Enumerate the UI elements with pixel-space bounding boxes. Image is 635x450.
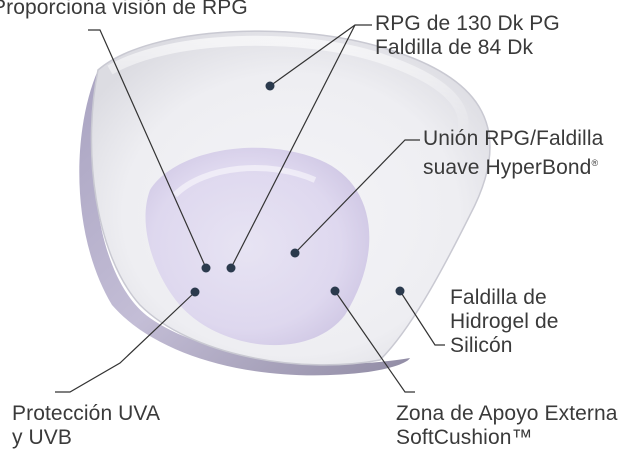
dot-skirt	[395, 286, 405, 296]
label-skirt-line3: Silicón	[450, 334, 513, 357]
registered-mark: ®	[591, 158, 599, 168]
label-union-line2-wrap: suave HyperBond®	[423, 151, 603, 180]
label-rpg-vision: Proporciona visión de RPG	[0, 0, 248, 20]
leader-union	[294, 139, 420, 254]
label-uv: Protección UVA y UVB	[12, 402, 160, 450]
dot-rpg-dk-center	[226, 263, 236, 273]
leader-uv	[55, 291, 196, 393]
label-rpg-vision-text: Proporciona visión de RPG	[0, 0, 248, 19]
label-zone-line2: SoftCushion™	[396, 426, 533, 449]
label-zone-line1: Zona de Apoyo Externa	[396, 402, 618, 425]
dot-zone	[330, 286, 340, 296]
label-uv-line1: Protección UVA	[12, 402, 161, 425]
callout-dots	[190, 81, 405, 297]
dot-rpg-vision	[201, 263, 211, 273]
label-zone: Zona de Apoyo Externa SoftCushion™	[396, 402, 618, 450]
label-skirt-line2: Hidrogel de	[450, 310, 559, 333]
optic-zone	[145, 147, 370, 346]
leader-skirt	[399, 290, 445, 346]
label-skirt: Faldilla de Hidrogel de Silicón	[450, 286, 559, 358]
label-rpg-dk-line2: Faldilla de 84 Dk	[375, 36, 534, 59]
label-union-line1: Unión RPG/Faldilla	[423, 127, 604, 150]
label-skirt-line1: Faldilla de	[450, 286, 547, 309]
label-union: Unión RPG/Faldilla suave HyperBond®	[423, 127, 603, 180]
dot-uv	[190, 287, 200, 297]
dot-union	[290, 248, 300, 258]
label-uv-line2: y UVB	[12, 426, 73, 449]
leader-zone	[334, 290, 415, 393]
dot-rpg-dk-rim	[265, 81, 275, 91]
label-union-line2: suave HyperBond	[423, 156, 592, 179]
label-rpg-dk: RPG de 130 Dk PG Faldilla de 84 Dk	[375, 12, 560, 60]
label-rpg-dk-line1: RPG de 130 Dk PG	[375, 12, 560, 35]
leader-rpg-dk-2	[230, 24, 356, 269]
leader-lines	[55, 24, 445, 393]
leader-rpg-vision	[88, 29, 207, 269]
